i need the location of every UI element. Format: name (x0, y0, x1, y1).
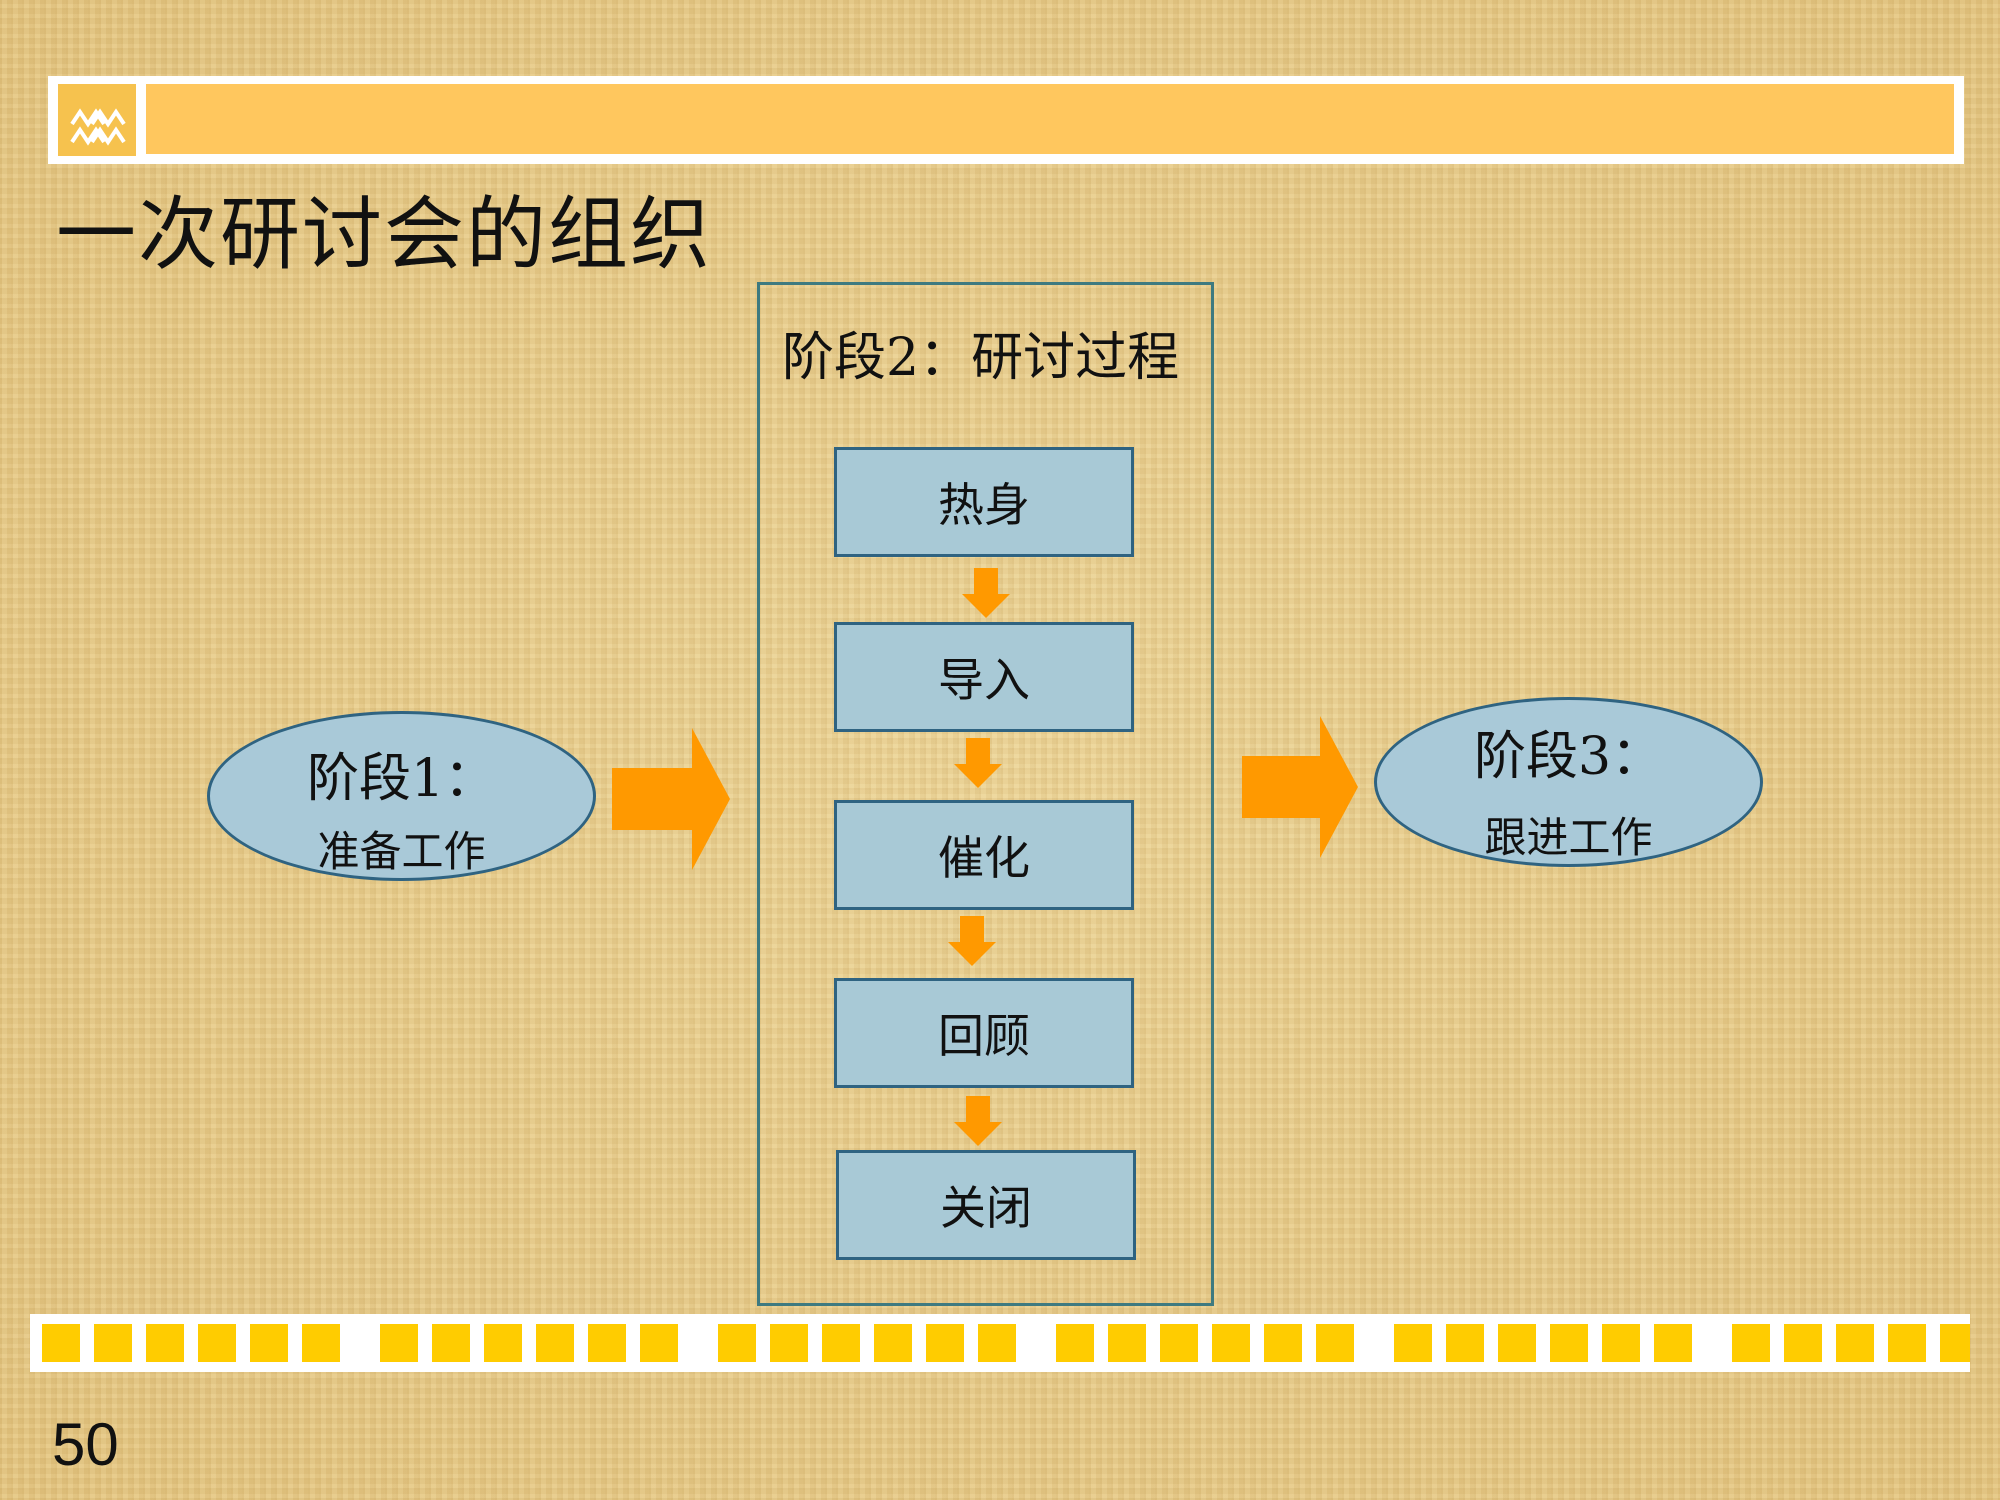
page-title: 一次研讨会的组织 (56, 188, 712, 281)
arrow-down-icon (948, 916, 996, 966)
stage3-title: 阶段3： (1473, 727, 1664, 787)
footer-square (1654, 1324, 1692, 1362)
footer-square (770, 1324, 808, 1362)
footer-square (1056, 1324, 1094, 1362)
stage2-frame (757, 282, 1214, 1306)
arrow-down-icon (962, 568, 1010, 618)
footer-square (1160, 1324, 1198, 1362)
stage3-ellipse: 阶段3： 跟进工作 (1374, 697, 1763, 867)
footer-square (588, 1324, 626, 1362)
footer-square (1212, 1324, 1250, 1362)
footer-square (1264, 1324, 1302, 1362)
arrow-stage1-to-stage2 (612, 728, 730, 870)
footer-square (536, 1324, 574, 1362)
footer-square (1108, 1324, 1146, 1362)
arrow-down-icon (954, 738, 1002, 788)
stage3-subtitle: 跟进工作 (1484, 813, 1653, 862)
footer-square (380, 1324, 418, 1362)
footer-square (432, 1324, 470, 1362)
footer-square (146, 1324, 184, 1362)
footer-square (1784, 1324, 1822, 1362)
footer-square (822, 1324, 860, 1362)
footer-square (1732, 1324, 1770, 1362)
footer-square (1446, 1324, 1484, 1362)
footer-square (1498, 1324, 1536, 1362)
step-catalyze: 催化 (834, 800, 1134, 910)
header-banner (48, 76, 1964, 164)
footer-square (926, 1324, 964, 1362)
step-close: 关闭 (836, 1150, 1136, 1260)
footer-square (250, 1324, 288, 1362)
step-warmup: 热身 (834, 447, 1134, 557)
page-number: 50 (52, 1411, 119, 1478)
footer-square (978, 1324, 1016, 1362)
footer-square (94, 1324, 132, 1362)
footer-square (1940, 1324, 1978, 1362)
footer-squares (42, 1324, 2000, 1362)
footer-square (1836, 1324, 1874, 1362)
footer-decorative-bar (30, 1314, 2000, 1372)
footer-square (1316, 1324, 1354, 1362)
footer-square (1550, 1324, 1588, 1362)
footer-square (1394, 1324, 1432, 1362)
arrow-stage2-to-stage3 (1242, 716, 1358, 858)
footer-square (302, 1324, 340, 1362)
arrow-down-icon (954, 1096, 1002, 1146)
step-introduction: 导入 (834, 622, 1134, 732)
footer-square (1602, 1324, 1640, 1362)
step-review: 回顾 (834, 978, 1134, 1088)
footer-square (718, 1324, 756, 1362)
stage1-ellipse: 阶段1： 准备工作 (207, 711, 596, 881)
header-accent-bar (146, 84, 1954, 154)
footer-square (198, 1324, 236, 1362)
footer-square (640, 1324, 678, 1362)
stage1-title: 阶段1： (306, 749, 497, 809)
stage1-subtitle: 准备工作 (317, 827, 486, 876)
logo-icon (58, 84, 136, 156)
footer-square (42, 1324, 80, 1362)
footer-square (484, 1324, 522, 1362)
footer-square (1888, 1324, 1926, 1362)
stage2-title: 阶段2：研讨过程 (782, 328, 1180, 388)
footer-square (874, 1324, 912, 1362)
